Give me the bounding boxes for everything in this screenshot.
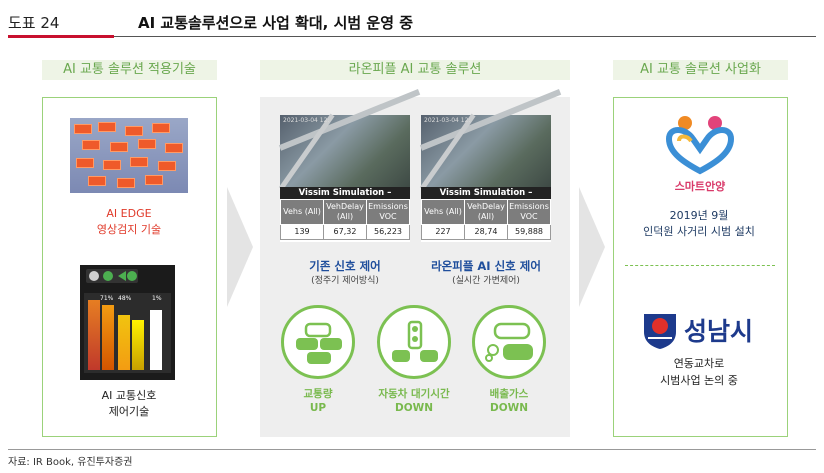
col-header: Emissions VOC xyxy=(507,199,551,225)
section-head-solution: 라온피플 AI 교통 솔루션 xyxy=(260,60,570,80)
smart-anyang-wordmark: 스마트안양 xyxy=(674,180,726,193)
control-sub-conventional: (정주기 제어방식) xyxy=(311,276,379,286)
col-header: VehDelay (All) xyxy=(464,199,508,225)
seongnam-desc: 연동교차로 시범사업 논의 중 xyxy=(615,355,783,389)
panel-business xyxy=(613,97,788,437)
signal-control-image: 71% 48% 1% xyxy=(80,265,175,380)
traffic-light-icon xyxy=(377,305,451,379)
figure-label: 도표 24 xyxy=(8,14,60,32)
sim-title: Vissim Simulation – Statistic xyxy=(280,187,410,210)
signal-label-line2: 제어기술 xyxy=(108,405,150,418)
sim-stats-table: Vehs (All) VehDelay (All) Emissions VOC … xyxy=(421,199,551,240)
effect-line2: DOWN xyxy=(394,402,433,414)
stat-cell: 28,74 xyxy=(464,224,508,240)
smart-desc-line1: 2019년 9월 xyxy=(669,209,729,222)
effect-line2: DOWN xyxy=(489,402,528,414)
effect-line1: 자동차 대기시간 xyxy=(378,388,450,400)
edge-label-line2: 영상검지 기술 xyxy=(96,223,162,236)
control-label-ai: 라온피플 AI 신호 제어 xyxy=(431,259,541,273)
header-rule xyxy=(8,36,816,37)
effect-label-wait: 자동차 대기시간 DOWN xyxy=(364,387,464,415)
smart-anyang-desc: 2019년 9월 인덕원 사거리 시범 설치 xyxy=(615,208,783,240)
intersection-aerial-image xyxy=(419,89,562,191)
signal-pct-1: 71% xyxy=(100,295,114,302)
signal-pct-2: 48% xyxy=(118,295,132,302)
col-header: Vehs (All) xyxy=(421,199,465,225)
source-note: 자료: IR Book, 유진투자증권 xyxy=(8,457,133,468)
signal-pct-3: 1% xyxy=(152,295,162,302)
effect-line2: UP xyxy=(309,402,327,414)
signal-label-line1: AI 교통신호 xyxy=(101,389,157,402)
control-label-conventional: 기존 신호 제어 xyxy=(309,259,381,273)
stat-cell: 59,888 xyxy=(507,224,551,240)
figure-title: AI 교통솔루션으로 사업 확대, 시범 운영 중 xyxy=(138,14,414,32)
seongnam-emblem-icon xyxy=(644,314,676,349)
effect-line1: 교통량 xyxy=(303,388,333,400)
stat-cell: 227 xyxy=(421,224,465,240)
sim-stats-table: Vehs (All) VehDelay (All) Emissions VOC … xyxy=(280,199,410,240)
seongnam-wordmark: 성남시 xyxy=(684,317,754,346)
control-sub-ai: (실시간 가변제어) xyxy=(452,276,520,286)
sim-timestamp: 2021-03-04 12: xyxy=(424,117,471,124)
smart-anyang-logo-icon xyxy=(665,116,735,175)
section-head-business: AI 교통 솔루션 사업화 xyxy=(613,60,788,80)
section-head-tech: AI 교통 솔루션 적용기술 xyxy=(42,60,217,80)
simulation-card-ai: 2021-03-04 12: Vissim Simulation – Stati… xyxy=(419,89,562,242)
col-header: VehDelay (All) xyxy=(323,199,367,225)
simulation-card-conventional: 2021-03-04 12: Vissim Simulation – Stati… xyxy=(278,89,421,242)
col-header: Vehs (All) xyxy=(280,199,324,225)
effect-label-traffic: 교통량 UP xyxy=(268,387,368,415)
emission-car-icon xyxy=(472,305,546,379)
footer-rule xyxy=(8,449,816,450)
arrow-right-icon xyxy=(579,187,605,307)
header-accent xyxy=(8,35,114,38)
col-header: Emissions VOC xyxy=(366,199,410,225)
stat-cell: 67,32 xyxy=(323,224,367,240)
edge-detection-image xyxy=(70,118,188,193)
stat-cell: 56,223 xyxy=(366,224,410,240)
stat-cell: 139 xyxy=(280,224,324,240)
seong-desc-line1: 연동교차로 xyxy=(673,357,725,370)
sim-timestamp: 2021-03-04 12: xyxy=(283,117,330,124)
arrow-right-icon xyxy=(227,187,253,307)
smart-desc-line2: 인덕원 사거리 시범 설치 xyxy=(643,225,755,238)
edge-label-line1: AI EDGE xyxy=(106,207,152,220)
effect-label-emission: 배출가스 DOWN xyxy=(459,387,559,415)
seong-desc-line2: 시범사업 논의 중 xyxy=(660,374,738,387)
traffic-cars-icon xyxy=(281,305,355,379)
intersection-aerial-image xyxy=(278,89,421,191)
sim-title: Vissim Simulation – Statistic xyxy=(421,187,551,210)
divider xyxy=(625,265,775,266)
effect-line1: 배출가스 xyxy=(489,388,529,400)
